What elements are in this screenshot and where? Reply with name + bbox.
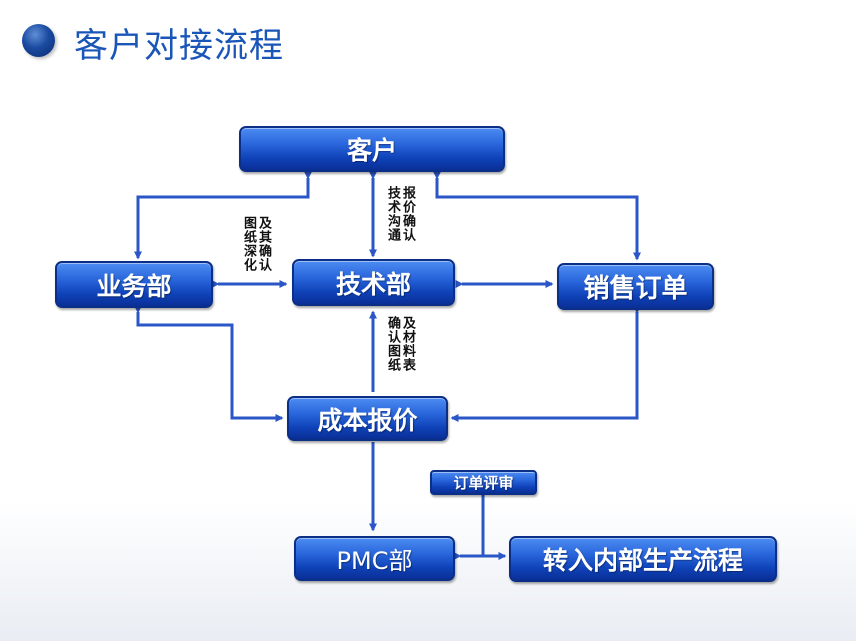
node-sales-order-label: 销售订单 <box>583 274 688 304</box>
connector-business-cost <box>134 305 284 422</box>
node-business: 业务部 <box>55 261 213 308</box>
edge-label-tech-cost: 及材料表确认图纸 <box>385 316 415 372</box>
node-customer-label: 客户 <box>346 136 397 165</box>
edge-label-business-tech: 及其确认图纸深化 <box>241 216 271 272</box>
node-cost-quote: 成本报价 <box>287 396 448 441</box>
edge-label-customer-tech: 报价确认技术沟通 <box>385 186 415 242</box>
node-sales-order: 销售订单 <box>557 263 714 310</box>
node-business-label: 业务部 <box>96 271 172 301</box>
node-internal-flow-label: 转入内部生产流程 <box>542 546 743 575</box>
node-tech: 技术部 <box>292 259 455 306</box>
node-internal-flow: 转入内部生产流程 <box>509 536 777 582</box>
connector-sales-cost <box>450 305 641 422</box>
node-tech-label: 技术部 <box>335 269 411 299</box>
node-pmc-label: PMC部 <box>336 547 413 575</box>
node-order-review-label: 订单评审 <box>453 474 514 492</box>
connector-customer-sales <box>433 171 641 261</box>
page-title: 客户对接流程 <box>74 26 284 66</box>
connector-customer-business <box>134 171 312 260</box>
node-pmc: PMC部 <box>294 536 455 581</box>
node-order-review: 订单评审 <box>430 470 537 495</box>
title-bullet-icon <box>22 24 55 57</box>
node-cost-quote-label: 成本报价 <box>317 405 418 435</box>
node-customer: 客户 <box>239 126 505 172</box>
